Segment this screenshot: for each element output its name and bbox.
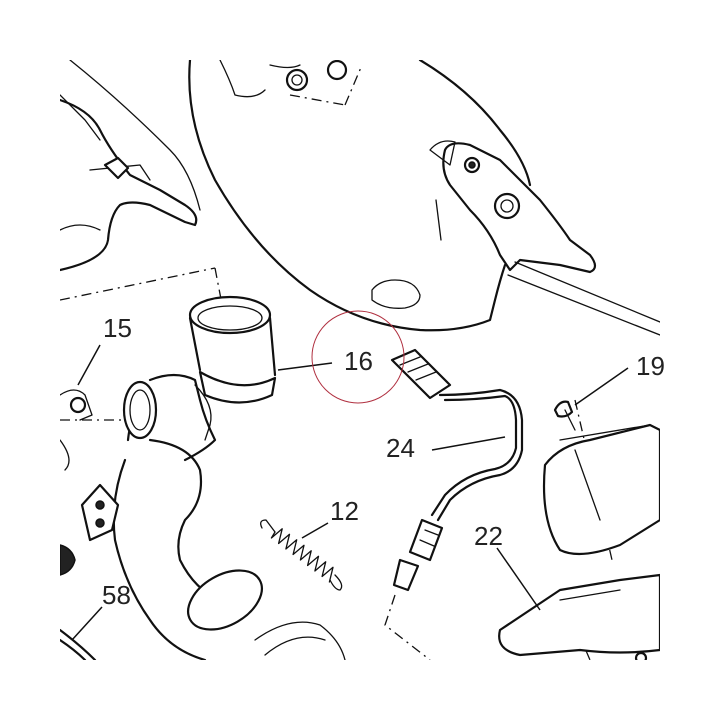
left-fairing-part [60, 60, 201, 272]
lambda-sensor [390, 348, 524, 592]
callout-24: 24 [386, 433, 415, 463]
clamp-bracket [60, 389, 93, 471]
body-panel [188, 60, 532, 332]
callout-12: 12 [330, 496, 359, 526]
side-cover [498, 400, 660, 660]
callout-58: 58 [102, 580, 131, 610]
highlight-circle [311, 310, 405, 404]
leader-lines [71, 344, 629, 641]
callout-15: 15 [103, 313, 132, 343]
spring [260, 519, 343, 591]
heat-shield [429, 140, 660, 336]
callout-19: 19 [636, 351, 665, 381]
callout-22: 22 [474, 521, 503, 551]
exhaust-pipe [112, 295, 346, 660]
pipe-bracket [60, 483, 120, 576]
callout-16: 16 [344, 346, 373, 376]
exhaust-rim [60, 628, 97, 660]
callout-labels: 15 16 19 24 12 22 58 [102, 313, 665, 610]
